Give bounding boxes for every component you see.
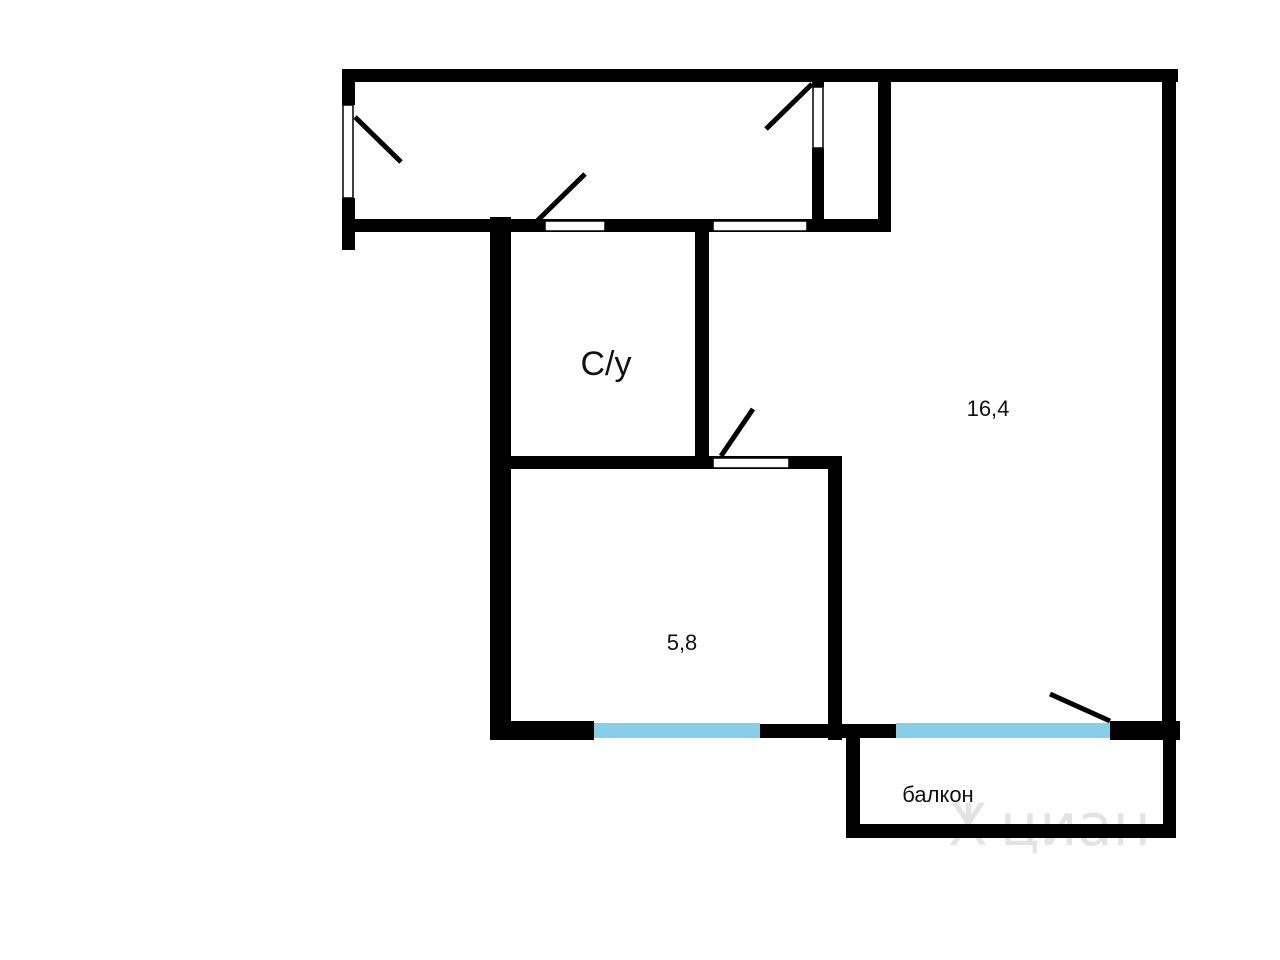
kitchen-door-opening <box>712 457 790 469</box>
windows <box>594 723 1110 738</box>
door-leaves <box>353 82 1112 724</box>
wall-bathroom-right <box>695 219 709 469</box>
bathroom-label: С/у <box>581 345 632 383</box>
wall-balcony-right <box>1163 724 1176 838</box>
wall-corridor-left-upper <box>342 69 355 105</box>
entrance-door-opening <box>342 104 354 199</box>
wall-left-main <box>490 217 511 740</box>
wall-top <box>342 69 1178 82</box>
living-room-window <box>896 723 1110 738</box>
wall-right <box>1162 69 1176 740</box>
balcony-label: балкон <box>902 782 973 807</box>
wall-closet-right <box>878 69 891 232</box>
entrance-door-leaf <box>353 115 403 164</box>
kitchen-door-leaf <box>718 407 756 458</box>
kitchen-area-label: 5,8 <box>667 630 698 655</box>
wall-balcony-left <box>846 724 860 838</box>
wall-corridor-bottom <box>342 219 890 232</box>
wall-bottom-kitchen-left <box>490 721 594 740</box>
wall-bottom-kitchen-right <box>760 724 896 738</box>
wall-kitchen-top <box>510 456 840 469</box>
living-room-area-label: 16,4 <box>967 396 1010 421</box>
wall-closet-left-lower <box>812 148 824 232</box>
bathroom-door-leaf <box>535 172 587 223</box>
kitchen-window <box>594 723 760 738</box>
wall-kitchen-right <box>828 456 842 740</box>
closet-door-leaf <box>764 82 814 131</box>
walls <box>342 69 1180 838</box>
closet-door-opening <box>812 86 824 149</box>
room-labels: С/у 16,4 5,8 балкон <box>581 345 1010 807</box>
living-room-door-opening <box>712 220 808 232</box>
door-openings <box>342 86 824 469</box>
wall-bottom-living-right <box>1110 721 1180 740</box>
wall-closet-left-upper <box>812 69 824 87</box>
balcony-door-leaf <box>1048 691 1112 724</box>
wall-balcony-bottom <box>846 824 1176 838</box>
bathroom-door-opening <box>544 220 606 232</box>
